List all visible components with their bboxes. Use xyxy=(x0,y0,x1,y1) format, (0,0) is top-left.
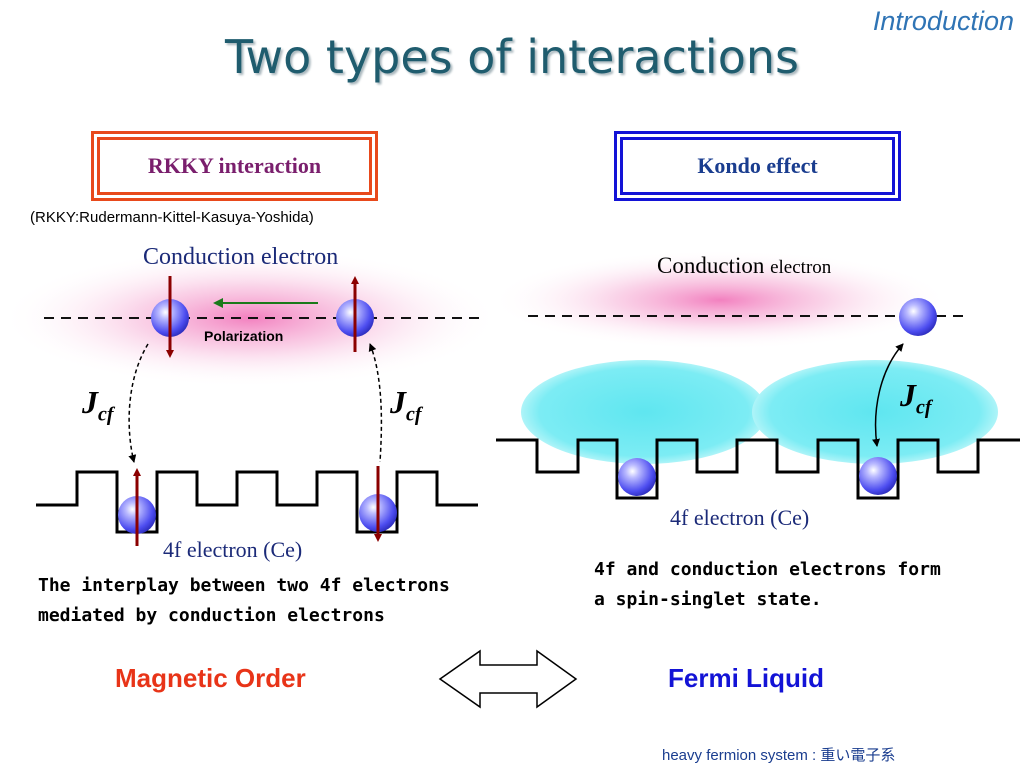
kondo-heading-box: Kondo effect xyxy=(614,131,901,201)
rkky-heading-label: RKKY interaction xyxy=(97,137,372,195)
right-caption-line-2: a spin-singlet state. xyxy=(594,589,822,610)
left-caption: The interplay between two 4f electrons m… xyxy=(38,571,450,631)
right-conduction-label: Conduction electron xyxy=(657,253,831,279)
magnetic-order-label: Magnetic Order xyxy=(115,663,306,693)
electron-sphere-icon xyxy=(859,457,897,495)
kondo-heading-label: Kondo effect xyxy=(620,137,895,195)
coupling-subscript: cf xyxy=(916,396,932,419)
footnote: heavy fermion system : 重い電子系 xyxy=(662,747,896,764)
right-4f-electron-label: 4f electron (Ce) xyxy=(670,505,810,530)
coupling-symbol: J xyxy=(390,384,406,420)
left-caption-line-1: The interplay between two 4f electrons xyxy=(38,575,450,596)
kondo-coupling-curve xyxy=(872,343,904,447)
right-conduction-label-main: Conduction xyxy=(657,253,765,278)
coupling-subscript: cf xyxy=(406,403,422,426)
left-conduction-label: Conduction electron xyxy=(143,244,339,270)
electron-sphere-icon xyxy=(899,298,937,336)
coupling-symbol: J xyxy=(900,377,916,413)
rkky-heading-box: RKKY interaction xyxy=(91,131,378,201)
left-4f-potential-wells xyxy=(36,470,478,534)
double-headed-arrow-icon xyxy=(438,649,578,709)
coupling-label-mid: Jcf xyxy=(390,384,422,426)
coupling-label-left: Jcf xyxy=(82,384,114,426)
left-4f-electron-label: 4f electron (Ce) xyxy=(163,537,303,562)
rkky-full-name: (RKKY:Rudermann-Kittel-Kasuya-Yoshida) xyxy=(30,209,314,226)
coupling-label-right: Jcf xyxy=(900,377,932,419)
right-caption-line-1: 4f and conduction electrons form xyxy=(594,559,941,580)
section-label: Introduction xyxy=(872,6,1014,36)
kondo-cloud-left xyxy=(521,360,767,464)
left-coupling-curve xyxy=(128,343,149,463)
right-conduction-cloud xyxy=(490,250,950,350)
right-conduction-label-small: electron xyxy=(770,257,832,278)
coupling-symbol: J xyxy=(82,384,98,420)
right-4f-potential-wells xyxy=(496,438,1020,500)
coupling-subscript: cf xyxy=(98,403,114,426)
right-coupling-curve xyxy=(368,343,383,463)
page-title: Two types of interactions xyxy=(225,30,799,84)
right-caption: 4f and conduction electrons form a spin-… xyxy=(594,555,941,615)
fermi-liquid-label: Fermi Liquid xyxy=(668,663,824,693)
electron-sphere-icon xyxy=(618,458,656,496)
polarization-label: Polarization xyxy=(204,328,284,344)
left-caption-line-2: mediated by conduction electrons xyxy=(38,605,385,626)
kondo-cloud-right xyxy=(752,360,998,464)
